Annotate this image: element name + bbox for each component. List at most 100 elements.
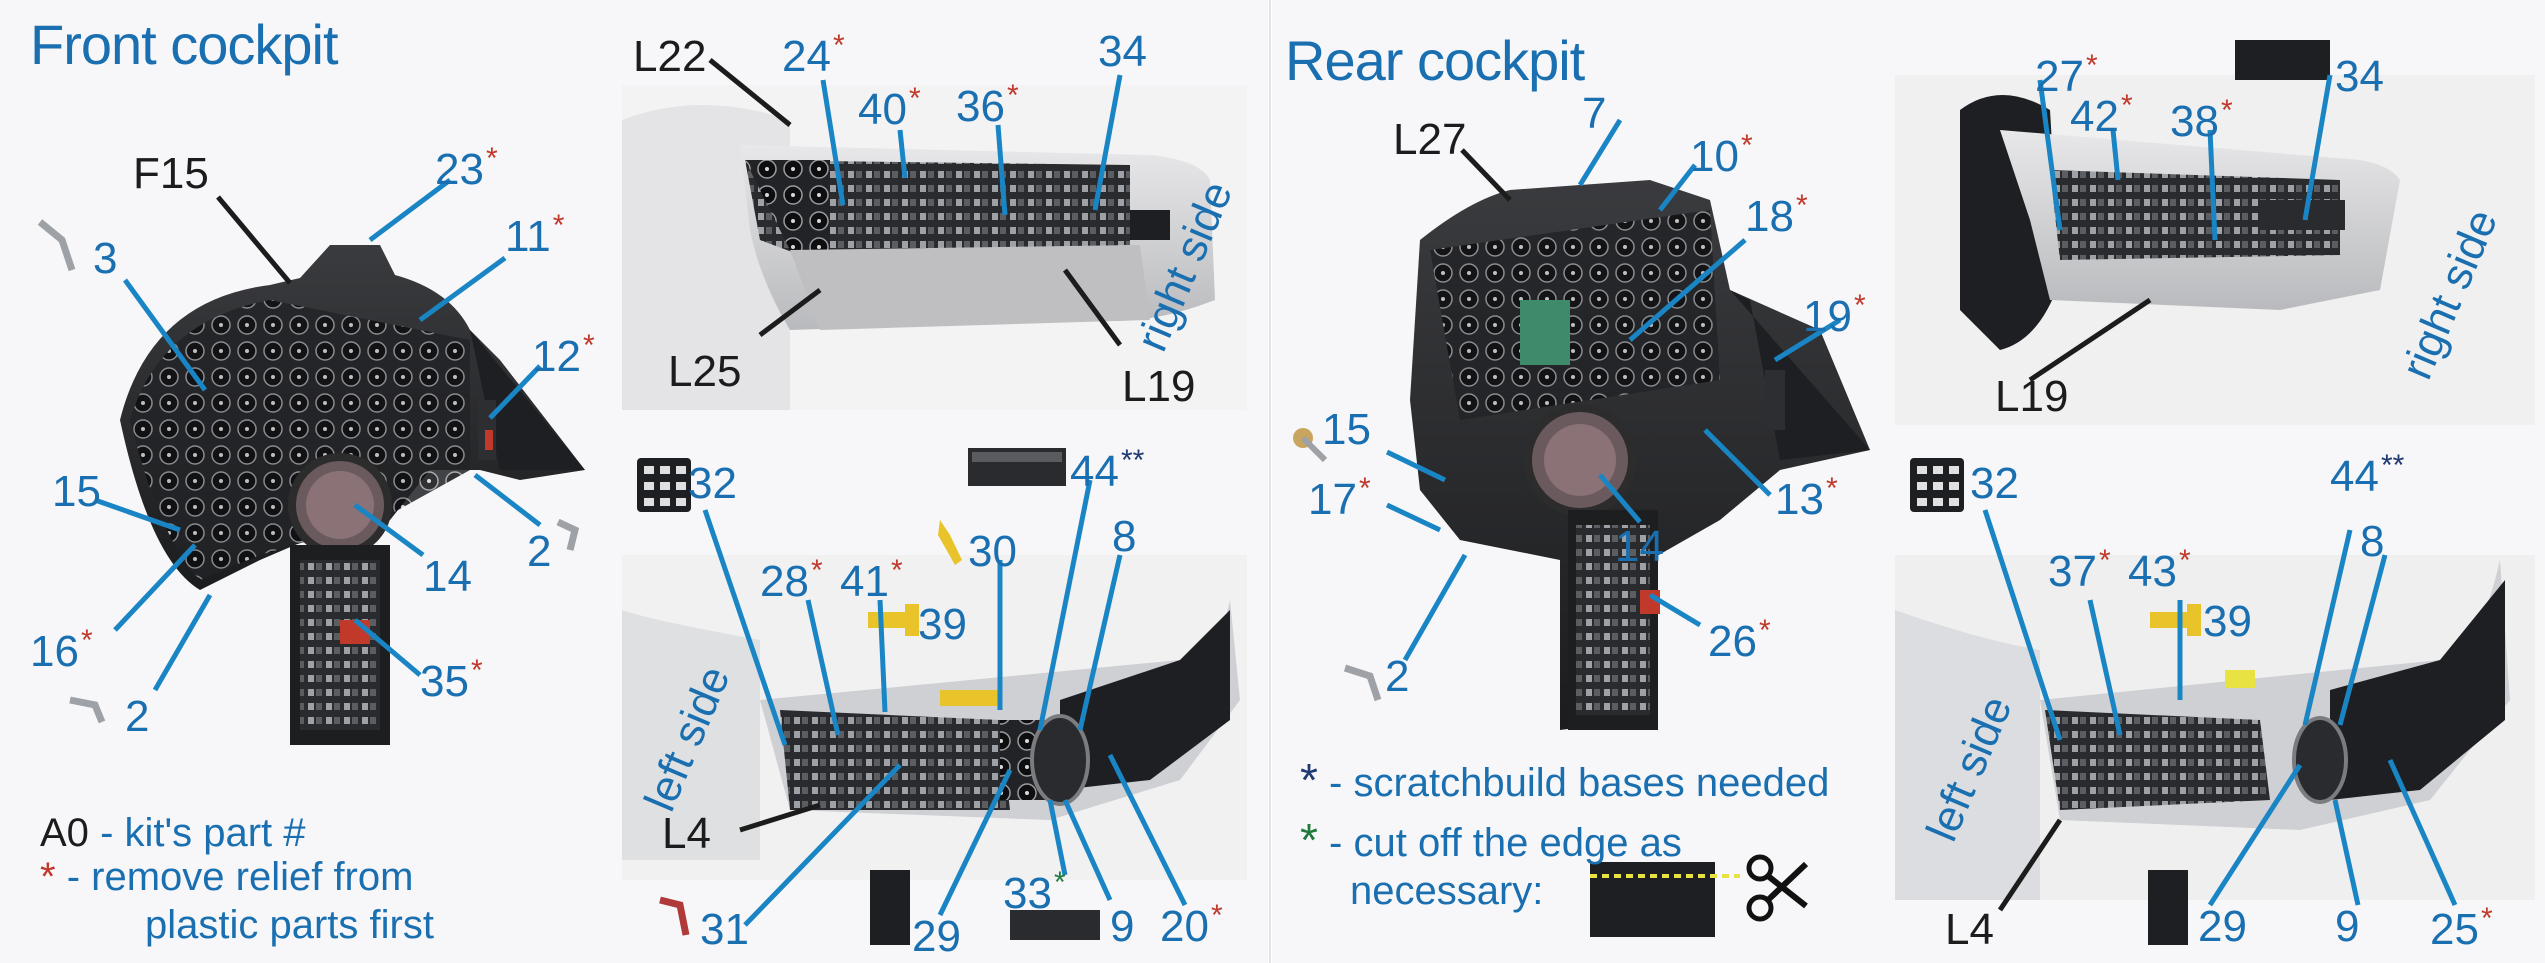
label-32-rear: 32 — [1970, 459, 2019, 508]
blue-asterisk: ** — [2380, 449, 2405, 482]
red-asterisk: * — [1853, 289, 1866, 322]
legend-part-text: - kit's part # — [100, 811, 306, 855]
red-asterisk: * — [1740, 129, 1753, 162]
label-35: 35* — [420, 654, 483, 706]
label-37: 37* — [2048, 544, 2111, 596]
label-L4: L4 — [662, 809, 711, 858]
legend-blue-text: - scratchbuild bases needed — [1329, 761, 1830, 805]
leader-lines — [94, 58, 2458, 927]
front-main-panel — [120, 245, 585, 745]
label-L25: L25 — [668, 347, 742, 396]
label-36: 36* — [956, 79, 1019, 131]
label-16: 16* — [30, 624, 93, 676]
red-asterisk: * — [810, 554, 823, 587]
label-12: 12* — [532, 329, 595, 381]
label-2b: 2 — [125, 692, 150, 741]
label-14-rear: 14 — [1615, 522, 1664, 571]
label-9: 9 — [1110, 902, 1135, 951]
label-29: 29 — [912, 912, 961, 961]
label-30: 30 — [968, 527, 1017, 576]
legend-part-example: A0 — [40, 811, 89, 855]
legend-red-line2: plastic parts first — [145, 900, 434, 950]
red-asterisk: * — [1795, 189, 1808, 222]
label-19: 19* — [1803, 289, 1866, 341]
label-8-rear: 8 — [2360, 517, 2385, 566]
red-asterisk: * — [40, 855, 56, 899]
red-asterisk: * — [908, 82, 921, 115]
label-43: 43* — [2128, 544, 2191, 596]
edge-cut-illustration — [1590, 862, 1740, 937]
legend-green-text-2: necessary: — [1350, 869, 1544, 913]
legend-red-text-2: plastic parts first — [145, 903, 434, 947]
label-10: 10* — [1690, 129, 1753, 181]
label-23: 23* — [435, 142, 498, 194]
rear-small-parts — [1293, 428, 2201, 945]
red-asterisk: * — [80, 624, 93, 657]
label-3: 3 — [93, 234, 118, 283]
red-asterisk: * — [552, 209, 565, 242]
label-L4-rear: L4 — [1945, 905, 1994, 954]
label-25: 25* — [2430, 902, 2493, 954]
red-asterisk: * — [2178, 544, 2191, 577]
red-asterisk: * — [1006, 79, 1019, 112]
front-cockpit-title: Front cockpit — [30, 13, 339, 76]
legend-red-text-1: - remove relief from — [66, 855, 414, 899]
blue-asterisk: ** — [1120, 444, 1145, 477]
label-44-rear: 44** — [2330, 449, 2405, 501]
label-L22: L22 — [633, 32, 707, 81]
legend-blue: * - scratchbuild bases needed — [1300, 752, 1829, 810]
blue-asterisk: * — [1300, 754, 1318, 806]
red-asterisk: * — [485, 142, 498, 175]
red-asterisk: * — [2120, 89, 2133, 122]
label-32: 32 — [688, 459, 737, 508]
legend-red: * - remove relief from — [40, 852, 413, 902]
label-39: 39 — [918, 600, 967, 649]
label-15-rear: 15 — [1322, 405, 1371, 454]
label-17: 17* — [1308, 472, 1371, 524]
label-27: 27* — [2035, 49, 2098, 101]
label-14: 14 — [423, 552, 472, 601]
label-7: 7 — [1582, 89, 1607, 138]
label-15: 15 — [52, 467, 101, 516]
red-asterisk: * — [890, 554, 903, 587]
label-31: 31 — [700, 905, 749, 954]
rear-cockpit-title: Rear cockpit — [1285, 29, 1585, 92]
label-L19-rear: L19 — [1995, 372, 2069, 421]
red-asterisk: * — [2480, 902, 2493, 935]
red-asterisk: * — [832, 29, 845, 62]
red-asterisk: * — [2085, 49, 2098, 82]
green-asterisk: * — [1053, 866, 1066, 899]
label-33: 33* — [1003, 866, 1066, 918]
label-8: 8 — [1112, 512, 1137, 561]
label-F15: F15 — [133, 149, 209, 198]
label-26: 26* — [1708, 614, 1771, 666]
red-asterisk: * — [470, 654, 483, 687]
label-40: 40* — [858, 82, 921, 134]
legend-green-text-1: - cut off the edge as — [1329, 821, 1682, 865]
red-asterisk: * — [582, 329, 595, 362]
label-13: 13* — [1775, 472, 1838, 524]
red-asterisk: * — [2098, 544, 2111, 577]
red-asterisk: * — [1358, 472, 1371, 505]
red-asterisk: * — [1210, 899, 1223, 932]
label-34: 34 — [1098, 27, 1147, 76]
label-38: 38* — [2170, 94, 2233, 146]
label-42: 42* — [2070, 89, 2133, 141]
legend-green: * - cut off the edge as — [1300, 812, 1682, 870]
rear-main-panel — [1410, 180, 1870, 730]
legend-green-line2: necessary: — [1350, 866, 1543, 916]
red-asterisk: * — [1825, 472, 1838, 505]
label-20: 20* — [1160, 899, 1223, 951]
label-L19: L19 — [1122, 362, 1196, 411]
label-24: 24* — [782, 29, 845, 81]
label-39-rear: 39 — [2203, 597, 2252, 646]
legend-part-number: A0 - kit's part # — [40, 808, 306, 858]
label-2-rear: 2 — [1385, 652, 1410, 701]
red-asterisk: * — [1758, 614, 1771, 647]
label-9-rear: 9 — [2335, 902, 2360, 951]
red-asterisk: * — [2220, 94, 2233, 127]
label-28: 28* — [760, 554, 823, 606]
label-34-rear: 34 — [2335, 52, 2384, 101]
